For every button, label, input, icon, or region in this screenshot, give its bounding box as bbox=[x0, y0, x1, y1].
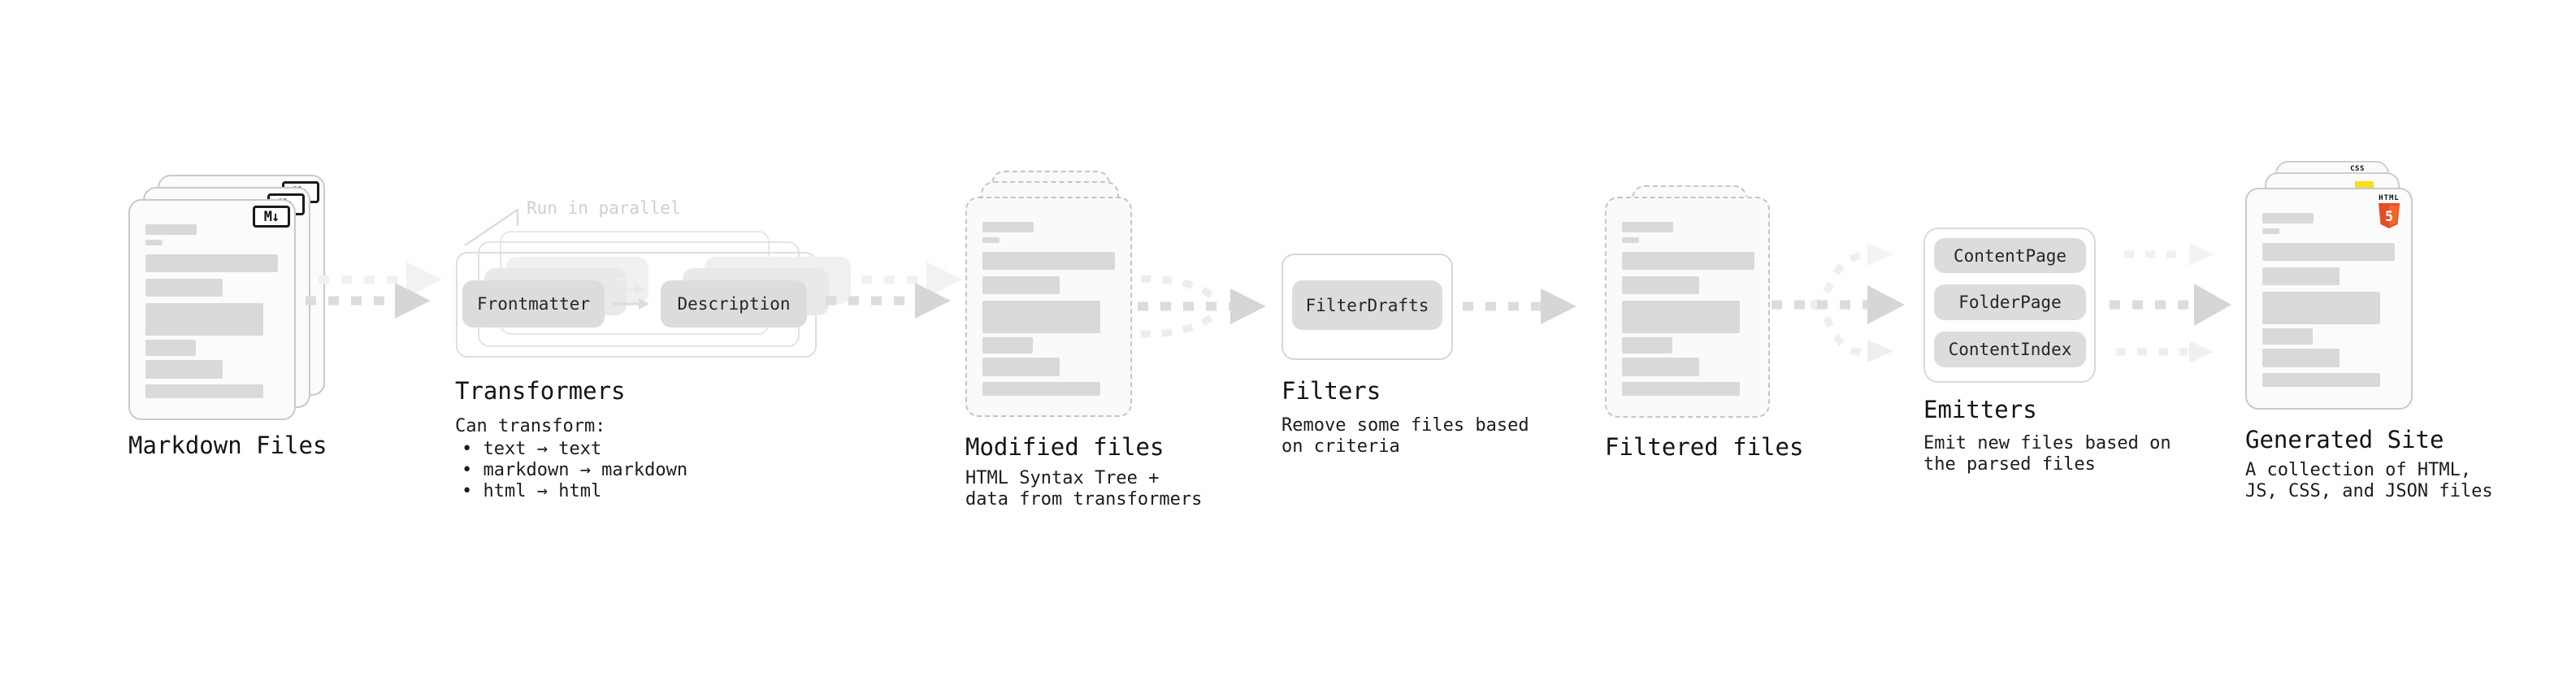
stage-title-modified-files: Modified files bbox=[965, 433, 1164, 461]
placeholder-text-bar bbox=[145, 254, 278, 272]
flow-arrow-icon bbox=[826, 262, 962, 319]
placeholder-text-bar bbox=[1622, 222, 1673, 232]
filters-subtitle: Remove some files based on criteria bbox=[1281, 415, 1529, 458]
emitters-subtitle: Emit new files based on the parsed files bbox=[1923, 433, 2171, 475]
placeholder-text-bar bbox=[2262, 292, 2380, 324]
stage-title-emitters: Emitters bbox=[1923, 396, 2037, 423]
placeholder-text-bar bbox=[1622, 337, 1672, 354]
generated-site-card-html: HTML 5 bbox=[2245, 188, 2413, 410]
subtitle-line: HTML Syntax Tree + bbox=[965, 468, 1160, 488]
frontmatter-transformer-pill: Frontmatter bbox=[462, 280, 605, 327]
bullet-item: • html → html bbox=[462, 481, 602, 501]
placeholder-text-bar bbox=[2262, 328, 2313, 345]
flow-arrow-icon bbox=[1463, 288, 1576, 324]
run-in-parallel-note: Run in parallel bbox=[527, 198, 681, 218]
placeholder-text-bar bbox=[982, 276, 1060, 294]
html5-shield: 5 bbox=[2379, 203, 2400, 228]
placeholder-text-bar bbox=[2262, 267, 2340, 285]
placeholder-text-bar bbox=[145, 360, 223, 379]
placeholder-text-bar bbox=[982, 301, 1100, 333]
markdown-file-card-front: M↓ bbox=[128, 199, 296, 420]
document-placeholder-lines bbox=[145, 201, 284, 398]
html5-icon-label: HTML bbox=[2379, 194, 2400, 202]
multi-flow-arrow-icon bbox=[2110, 243, 2231, 363]
placeholder-text-bar bbox=[982, 337, 1033, 354]
placeholder-text-bar bbox=[2262, 213, 2314, 223]
bullet-item: • markdown → markdown bbox=[462, 460, 688, 480]
placeholder-text-bar bbox=[2262, 349, 2340, 367]
filters-box bbox=[1281, 254, 1453, 360]
stage-title-filtered-files: Filtered files bbox=[1605, 433, 1804, 461]
placeholder-text-bar bbox=[1622, 252, 1754, 270]
placeholder-text-bar bbox=[145, 279, 223, 297]
fanout-arrow-icon bbox=[1772, 243, 1905, 362]
contentpage-emitter-pill: ContentPage bbox=[1934, 238, 2086, 273]
placeholder-text-bar bbox=[1622, 276, 1699, 294]
document-placeholder-lines bbox=[2262, 189, 2401, 387]
document-placeholder-lines bbox=[982, 198, 1121, 396]
contentindex-emitter-pill: ContentIndex bbox=[1934, 332, 2086, 367]
placeholder-text-bar bbox=[982, 222, 1034, 232]
placeholder-text-bar bbox=[2262, 373, 2380, 387]
placeholder-text-bar bbox=[145, 340, 196, 356]
placeholder-text-bar bbox=[2262, 228, 2279, 234]
placeholder-text-bar bbox=[982, 382, 1100, 396]
emitters-box bbox=[1923, 228, 2096, 383]
placeholder-text-bar bbox=[982, 237, 1000, 243]
parallel-arrows-icon bbox=[613, 275, 649, 310]
transformers-lead-text: Can transform: bbox=[455, 416, 606, 436]
bullet-item: • text → text bbox=[462, 439, 602, 459]
filtered-file-card-front bbox=[1605, 197, 1770, 418]
placeholder-text-bar bbox=[1622, 358, 1699, 376]
placeholder-text-bar bbox=[2262, 243, 2395, 261]
document-placeholder-lines bbox=[1622, 198, 1759, 396]
stage-title-transformers: Transformers bbox=[455, 377, 626, 405]
flow-arrow-icon bbox=[306, 262, 442, 319]
subtitle-line: Remove some files based bbox=[1281, 415, 1529, 436]
placeholder-text-bar bbox=[1622, 237, 1639, 243]
merge-arrow-icon bbox=[1138, 275, 1266, 338]
placeholder-text-bar bbox=[145, 384, 263, 398]
subtitle-line: the parsed files bbox=[1923, 454, 2096, 475]
generated-site-subtitle: A collection of HTML, JS, CSS, and JSON … bbox=[2245, 460, 2493, 502]
placeholder-text-bar bbox=[145, 240, 163, 245]
modified-file-card-front bbox=[965, 197, 1132, 417]
subtitle-line: A collection of HTML, bbox=[2245, 460, 2472, 480]
stage-title-generated-site: Generated Site bbox=[2245, 426, 2444, 453]
folderpage-emitter-pill: FolderPage bbox=[1934, 284, 2086, 320]
placeholder-text-bar bbox=[145, 303, 263, 336]
subtitle-line: Emit new files based on bbox=[1923, 433, 2171, 453]
html5-icon: HTML 5 bbox=[2375, 194, 2403, 228]
markdown-icon: M↓ bbox=[253, 206, 290, 228]
subtitle-line: data from transformers bbox=[965, 489, 1203, 510]
modified-files-subtitle: HTML Syntax Tree + data from transformer… bbox=[965, 468, 1202, 510]
placeholder-text-bar bbox=[145, 224, 197, 235]
note-connector-line bbox=[464, 207, 519, 247]
stage-title-filters: Filters bbox=[1281, 377, 1381, 405]
svg-text:5: 5 bbox=[2385, 209, 2393, 225]
stage-title-markdown-files: Markdown Files bbox=[128, 432, 327, 459]
placeholder-text-bar bbox=[982, 252, 1115, 270]
placeholder-text-bar bbox=[982, 358, 1060, 376]
filterdrafts-pill: FilterDrafts bbox=[1292, 280, 1442, 330]
css-icon-label: CSS bbox=[2350, 165, 2365, 173]
subtitle-line: on criteria bbox=[1281, 436, 1400, 457]
subtitle-line: JS, CSS, and JSON files bbox=[2245, 481, 2493, 501]
description-transformer-pill: Description bbox=[661, 280, 807, 327]
placeholder-text-bar bbox=[1622, 382, 1740, 396]
transformers-bullet-list: • text → text • markdown → markdown • ht… bbox=[462, 439, 687, 502]
placeholder-text-bar bbox=[1622, 301, 1740, 333]
